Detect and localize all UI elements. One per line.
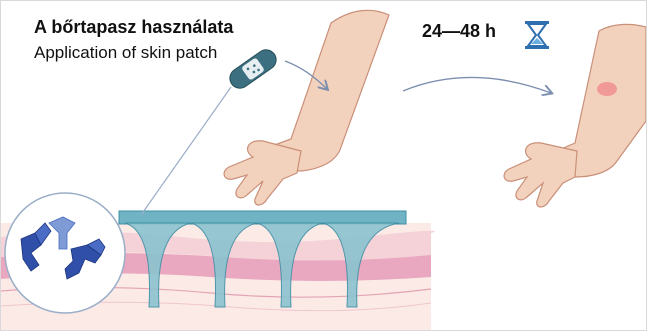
zoom-line xyxy=(141,87,231,215)
title-hungarian: A bőrtapasz használata xyxy=(34,17,233,38)
skin-patch-icon xyxy=(226,46,280,92)
patch-backing xyxy=(119,211,406,224)
hand xyxy=(224,141,301,205)
arm-application xyxy=(224,10,389,205)
antibody-inset xyxy=(5,193,125,313)
skin-reaction-spot xyxy=(597,82,617,96)
title-english: Application of skin patch xyxy=(34,43,217,63)
hand xyxy=(504,143,577,207)
arm-result xyxy=(504,24,646,207)
arrow-time xyxy=(403,77,551,93)
duration-label: 24—48 h xyxy=(422,21,496,42)
hourglass-icon xyxy=(525,21,549,49)
